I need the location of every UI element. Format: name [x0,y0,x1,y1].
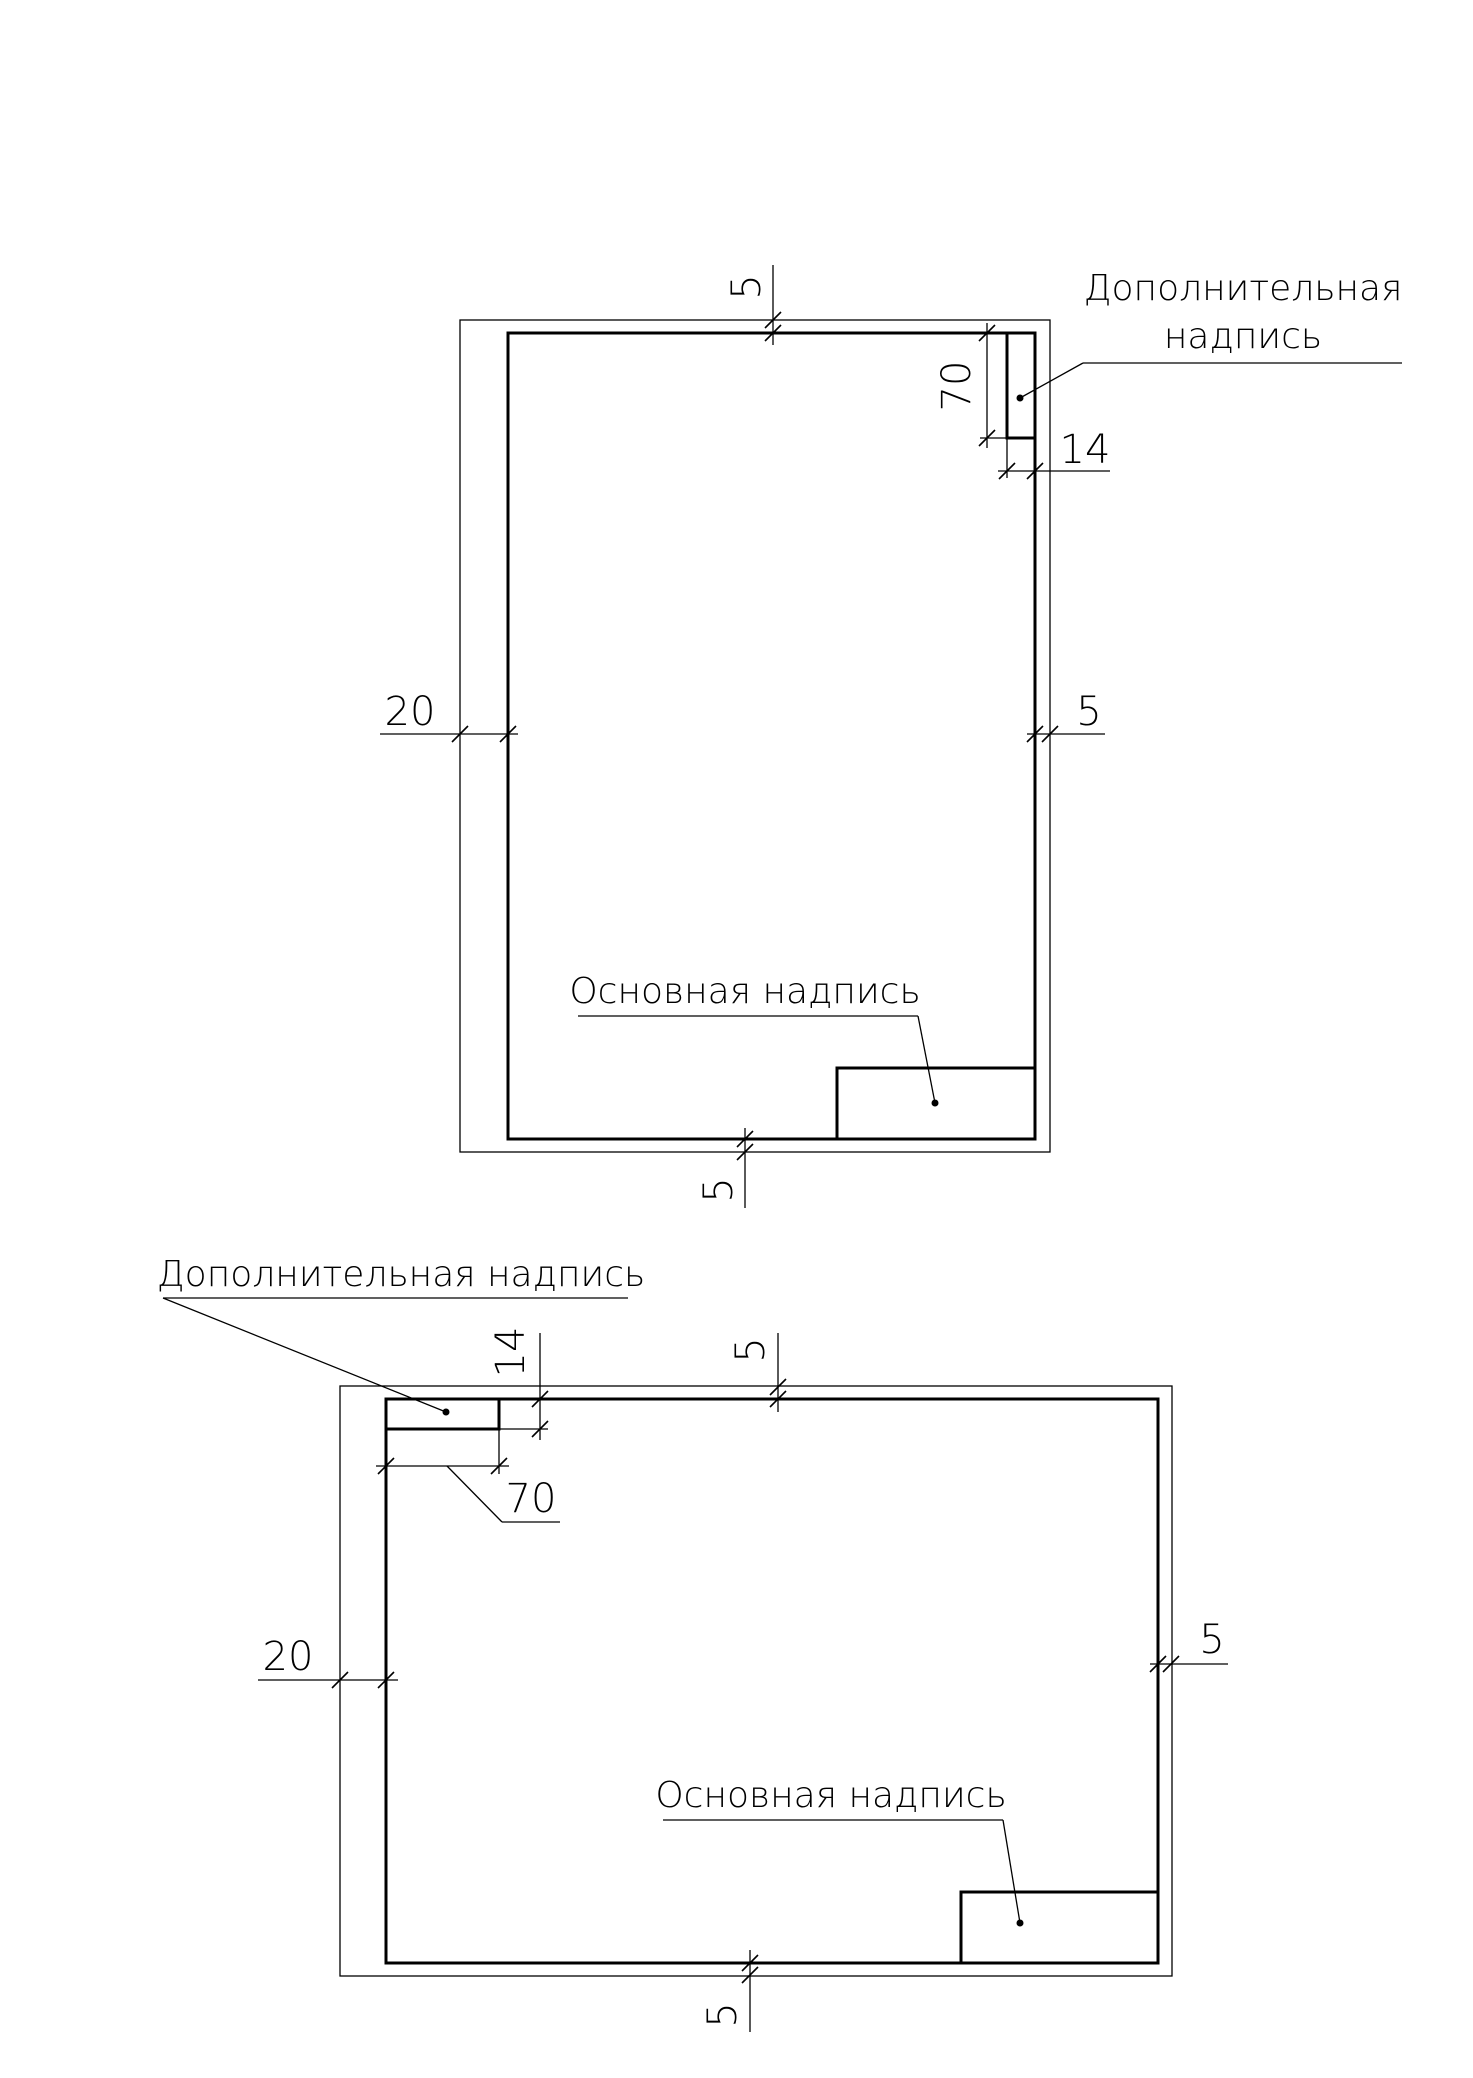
portrait-dim-left: 20 [385,689,436,735]
landscape-dim-stamp-height: 14 [488,1327,534,1378]
landscape-dim-left: 20 [263,1634,314,1680]
landscape-main-stamp [959,1890,1158,1963]
portrait-sheet-outline [459,319,1051,1153]
portrait-diagram: 5 5 20 5 70 14 Дополнительная надпис [380,265,1402,1208]
portrait-additional-stamp [1005,331,1037,440]
portrait-dim-top: 5 [724,274,770,299]
landscape-main-label: Основная надпись [655,1775,1006,1816]
portrait-dim-stamp-height: 70 [934,361,980,412]
portrait-additional-label-line1: Дополнительная [1084,268,1403,309]
landscape-dim-bottom: 5 [700,2002,746,2027]
landscape-dim-stamp-width: 70 [506,1476,557,1522]
landscape-additional-stamp [384,1397,501,1431]
landscape-frame [384,1397,1160,1965]
portrait-dim-bottom: 5 [696,1177,742,1202]
portrait-main-stamp [835,1066,1035,1139]
landscape-diagram: 5 5 20 5 14 70 Дополнител [157,1254,1228,2032]
landscape-dim-right: 5 [1199,1617,1224,1663]
portrait-additional-label-line2: надпись [1164,316,1322,357]
landscape-dim-top: 5 [728,1337,774,1362]
landscape-additional-label: Дополнительная надпись [157,1254,646,1295]
portrait-dim-right: 5 [1076,689,1101,735]
portrait-frame [506,331,1037,1141]
portrait-dim-stamp-width: 14 [1060,427,1111,473]
portrait-main-label: Основная надпись [569,971,920,1012]
landscape-sheet-outline [339,1385,1173,1977]
